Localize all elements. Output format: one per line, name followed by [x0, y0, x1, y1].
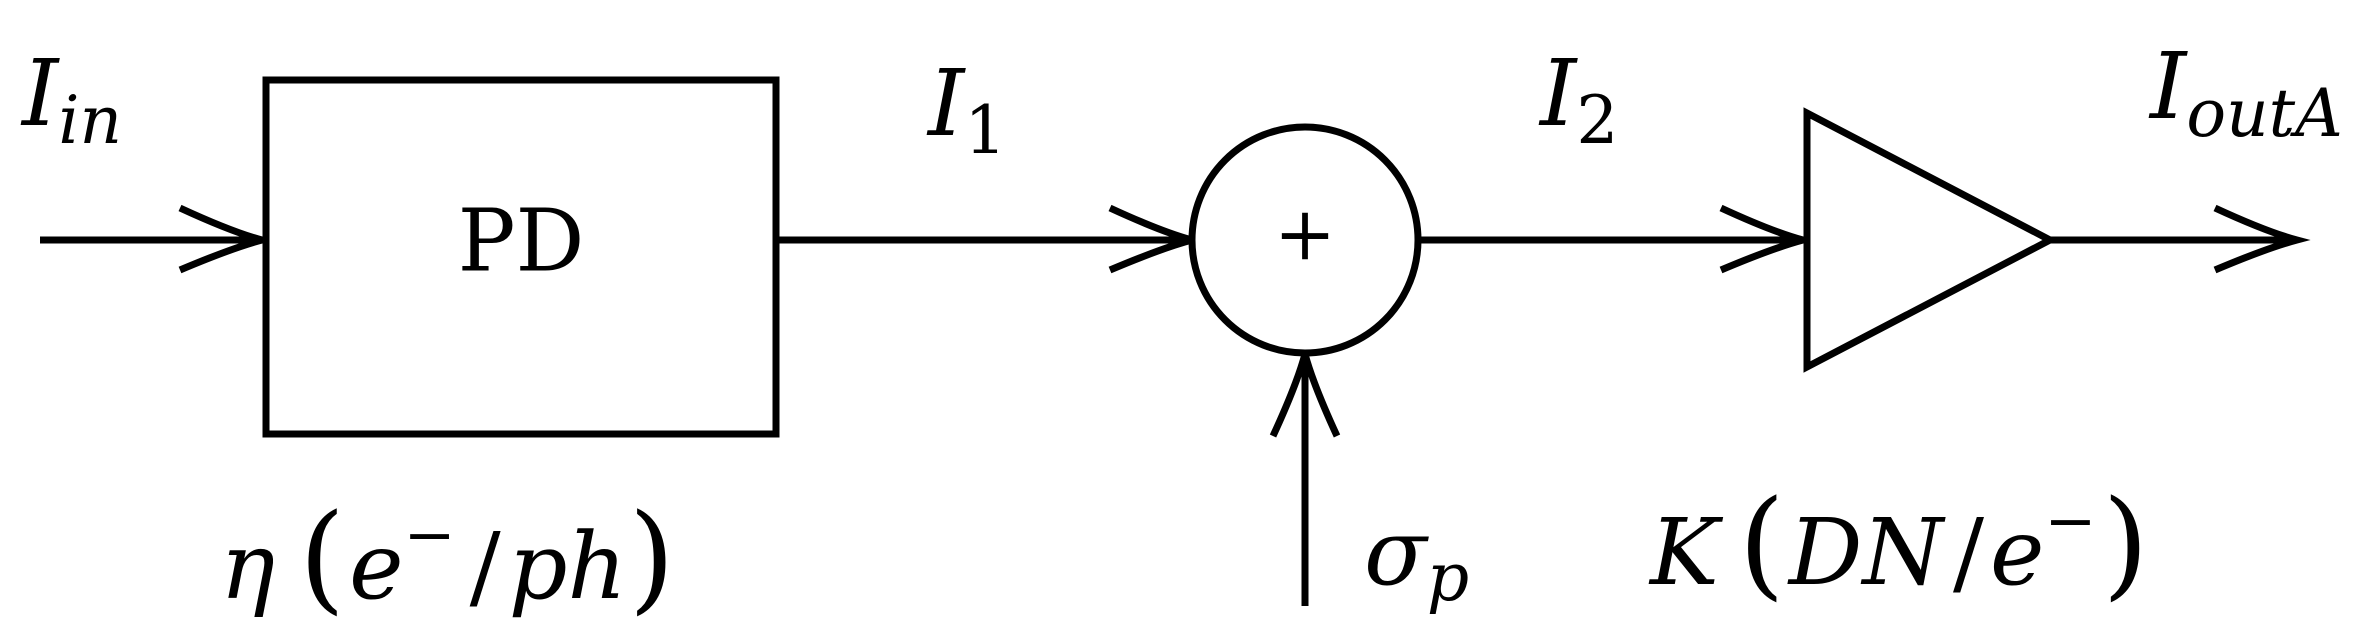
output-label-main: I [2148, 33, 2188, 140]
pd-gain-close-paren: ) [629, 488, 675, 626]
pd-gain-label: η(e−/ph) [220, 488, 675, 626]
pd-gain-slash: / [470, 513, 501, 620]
input-signal-label: Iin [20, 40, 122, 159]
i1-signal-label: I1 [926, 50, 1006, 169]
i2-label-main: I [1538, 40, 1578, 147]
i2-label-subscript: 2 [1576, 82, 1618, 159]
summing-junction [1188, 123, 1422, 357]
noise-label-main: σ [1364, 499, 1429, 606]
amp-gain-slash: / [1953, 499, 1984, 606]
pd-gain-denominator: ph [509, 513, 627, 620]
i2-arrowhead [1719, 204, 1817, 274]
amp-gain-numerator: DN [1787, 499, 1947, 606]
amp-gain-open-paren: ( [1739, 474, 1785, 612]
input-arrowhead [178, 204, 276, 274]
pd-gain-numerator: e [349, 513, 403, 620]
output-label-subscript: outA [2186, 75, 2342, 152]
i2-signal-label: I2 [1538, 40, 1618, 159]
input-label-main: I [20, 40, 60, 147]
amp-gain-label: K(DN/e−) [1648, 474, 2149, 612]
noise-label: σp [1364, 499, 1469, 616]
amp-gain-denominator-superscript: − [2045, 484, 2097, 557]
amp-gain-denominator: e [1990, 499, 2044, 606]
pd-gain-symbol: η [220, 513, 275, 620]
output-arrowhead [2213, 204, 2311, 274]
summing-plus-sign: + [1274, 191, 1336, 277]
pd-gain-numerator-superscript: − [404, 498, 456, 571]
amplifier-triangle [1803, 107, 2058, 373]
output-signal-label: IoutA [2148, 33, 2343, 152]
i1-label-subscript: 1 [964, 92, 1006, 169]
pd-gain-open-paren: ( [299, 488, 345, 626]
pd-block-label: PD [458, 192, 585, 292]
i1-label-main: I [926, 50, 966, 157]
noise-label-subscript: p [1427, 539, 1469, 616]
pd-block [262, 76, 780, 438]
input-label-subscript: in [58, 82, 122, 159]
amp-gain-close-paren: ) [2102, 474, 2148, 612]
amp-gain-symbol: K [1648, 499, 1724, 606]
